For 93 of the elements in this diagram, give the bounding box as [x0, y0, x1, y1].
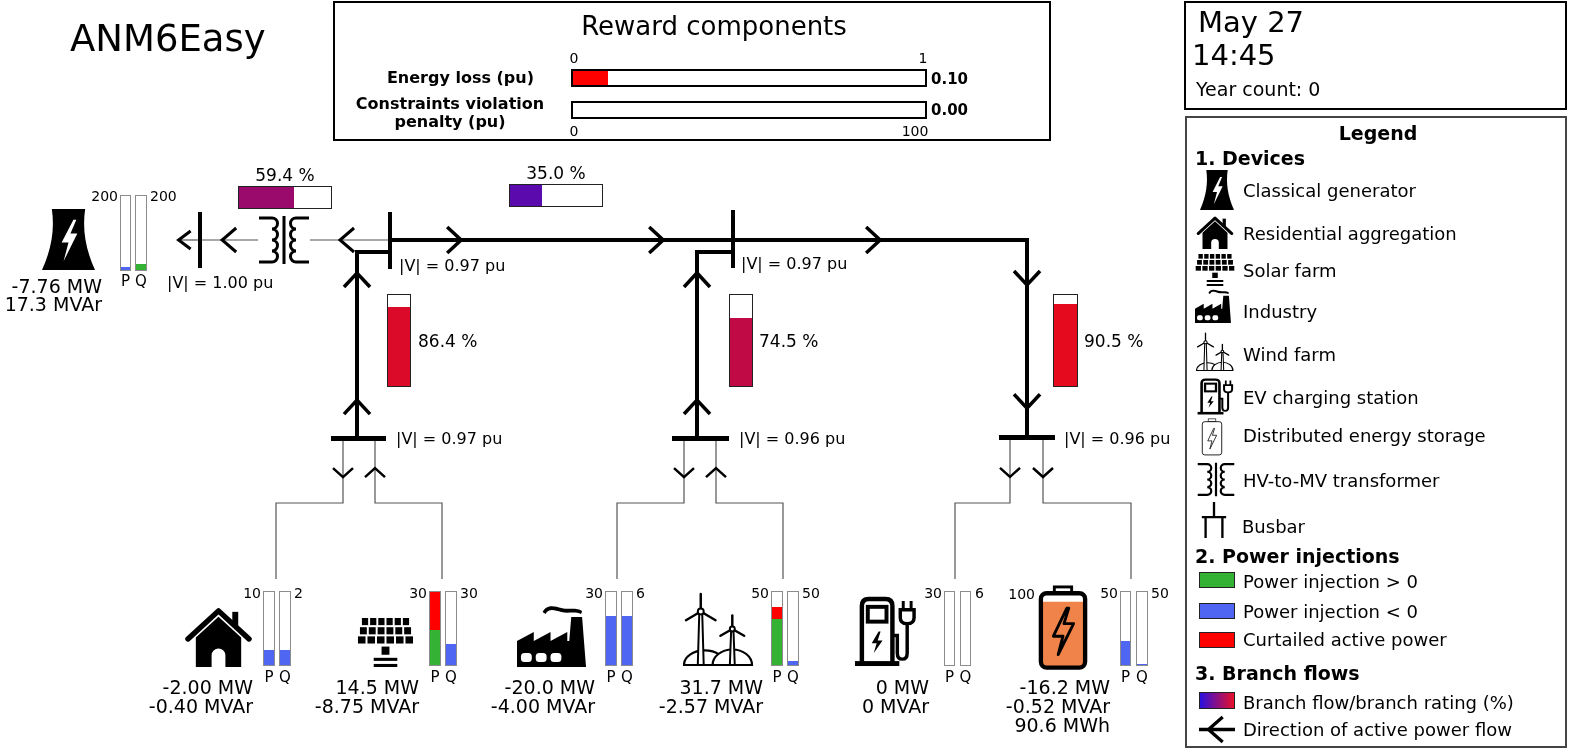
legend-label: Branch flow/branch rating (%)	[1243, 691, 1514, 713]
legend-label: Solar farm	[1243, 259, 1337, 281]
reward-panel	[333, 1, 1051, 141]
flow-percent-label: 86.4 %	[418, 331, 478, 351]
reading-label: -2.00 MW	[162, 676, 253, 698]
flow-percent-label: 59.4 %	[255, 165, 315, 185]
gauge-max-label: 200	[150, 188, 177, 204]
gauge-axis-label: Q	[787, 668, 799, 686]
value-label: 0.10	[931, 70, 968, 88]
gauge-axis-label: Q	[279, 668, 291, 686]
power-flow-arrow	[342, 250, 388, 436]
time-label: 14:45	[1192, 38, 1276, 72]
gauge-max-label: 30	[409, 585, 427, 601]
legend-label: Industry	[1243, 300, 1318, 322]
reward-gauge-bar	[571, 69, 927, 87]
gauge-axis-label: P	[945, 668, 954, 686]
gauge-max-label: 2	[294, 585, 303, 601]
voltage-label: |V| = 0.96 pu	[739, 430, 846, 448]
gauge-max-label: 10	[243, 585, 261, 601]
gauge-max-label: 50	[1100, 585, 1118, 601]
legend-section-heading: 1. Devices	[1195, 147, 1306, 169]
reading-label: 14.5 MW	[335, 676, 419, 698]
legend-section-heading: 3. Branch flows	[1195, 662, 1360, 684]
diagram-title: ANM6Easy	[70, 16, 266, 60]
gauge-max-label: 6	[975, 585, 984, 601]
reading-label: -20.0 MW	[504, 676, 595, 698]
power-flow-arrow	[735, 225, 1042, 435]
axis-tick-label: 100	[901, 123, 929, 139]
axis-tick-label: 1	[918, 50, 928, 66]
legend-label: Wind farm	[1243, 343, 1336, 365]
reading-label: 90.6 MWh	[1014, 714, 1110, 736]
gauge-axis-label: P	[606, 668, 616, 686]
legend-label: Power injection > 0	[1243, 570, 1418, 592]
legend-label: EV charging station	[1243, 386, 1419, 408]
axis-tick-label: 0	[569, 123, 579, 139]
gauge-max-label: 200	[91, 188, 118, 204]
flow-percent-label: 35.0 %	[526, 163, 586, 183]
gauge-max-label: 50	[1151, 585, 1169, 601]
reading-label: 31.7 MW	[679, 676, 763, 698]
axis-tick-label: 0	[569, 50, 579, 66]
power-flow-arrow	[176, 229, 199, 251]
gauge-max-label: 50	[802, 585, 820, 601]
gauge-axis-label: Q	[1136, 668, 1148, 686]
year-count-label: Year count: 0	[1196, 78, 1321, 100]
gauge-max-label: 6	[636, 585, 645, 601]
legend-label: Power injection < 0	[1243, 600, 1418, 622]
reading-label: -2.57 MVAr	[658, 695, 763, 717]
date-panel	[1184, 1, 1567, 110]
power-flow-arrow	[682, 250, 731, 436]
date-label: May 27	[1198, 5, 1305, 39]
capacity-label: 100	[1008, 586, 1035, 602]
row-label: Constraints violation penalty (pu)	[354, 95, 546, 131]
reading-label: -16.2 MW	[1019, 676, 1110, 698]
reading-label: -0.52 MVAr	[1005, 695, 1110, 717]
legend-label: Direction of active power flow	[1243, 718, 1512, 740]
reading-label: 0 MVAr	[861, 695, 929, 717]
reward-gauge-bar	[571, 101, 927, 119]
reading-label: -0.40 MVAr	[148, 695, 253, 717]
reading-label: -4.00 MVAr	[490, 695, 595, 717]
gauge-max-label: 30	[460, 585, 478, 601]
legend-label: Classical generator	[1243, 179, 1416, 201]
power-flow-arrow	[392, 225, 731, 255]
voltage-label: |V| = 0.97 pu	[741, 255, 848, 273]
gauge-axis-label: Q	[445, 668, 457, 686]
legend-label: Distributed energy storage	[1243, 424, 1486, 446]
gauge-axis-label: Q	[959, 668, 972, 686]
gauge-max-label: 50	[751, 585, 769, 601]
gauge-axis-label: Q	[621, 668, 633, 686]
reading-label: 0 MW	[875, 676, 929, 698]
gauge-max-label: 30	[585, 585, 603, 601]
legend-title: Legend	[1338, 122, 1418, 144]
gauge-axis-label: P	[1121, 668, 1130, 686]
gauge-max-label: 30	[924, 585, 942, 601]
legend-label: Residential aggregation	[1243, 222, 1457, 244]
gauge-axis-label: Q	[135, 272, 147, 290]
legend-label: Busbar	[1242, 515, 1305, 537]
flow-percent-label: 90.5 %	[1084, 331, 1144, 351]
panel-title: Reward components	[581, 11, 847, 41]
legend-label: Curtailed active power	[1243, 628, 1447, 650]
voltage-label: |V| = 0.96 pu	[1064, 430, 1171, 448]
gauge-axis-label: P	[430, 668, 440, 686]
legend-section-heading: 2. Power injections	[1195, 545, 1400, 567]
value-label: 0.00	[931, 101, 968, 119]
gauge-axis-label: P	[121, 272, 130, 290]
flow-percent-label: 74.5 %	[759, 331, 819, 351]
legend-label: HV-to-MV transformer	[1243, 469, 1440, 491]
gauge-axis-label: P	[264, 668, 274, 686]
gauge-axis-label: P	[772, 668, 782, 686]
voltage-label: |V| = 0.97 pu	[399, 257, 506, 275]
row-label: Energy loss (pu)	[386, 69, 534, 87]
voltage-label: |V| = 0.97 pu	[396, 430, 503, 448]
voltage-label: |V| = 1.00 pu	[167, 274, 274, 292]
reading-label: -8.75 MVAr	[314, 695, 419, 717]
